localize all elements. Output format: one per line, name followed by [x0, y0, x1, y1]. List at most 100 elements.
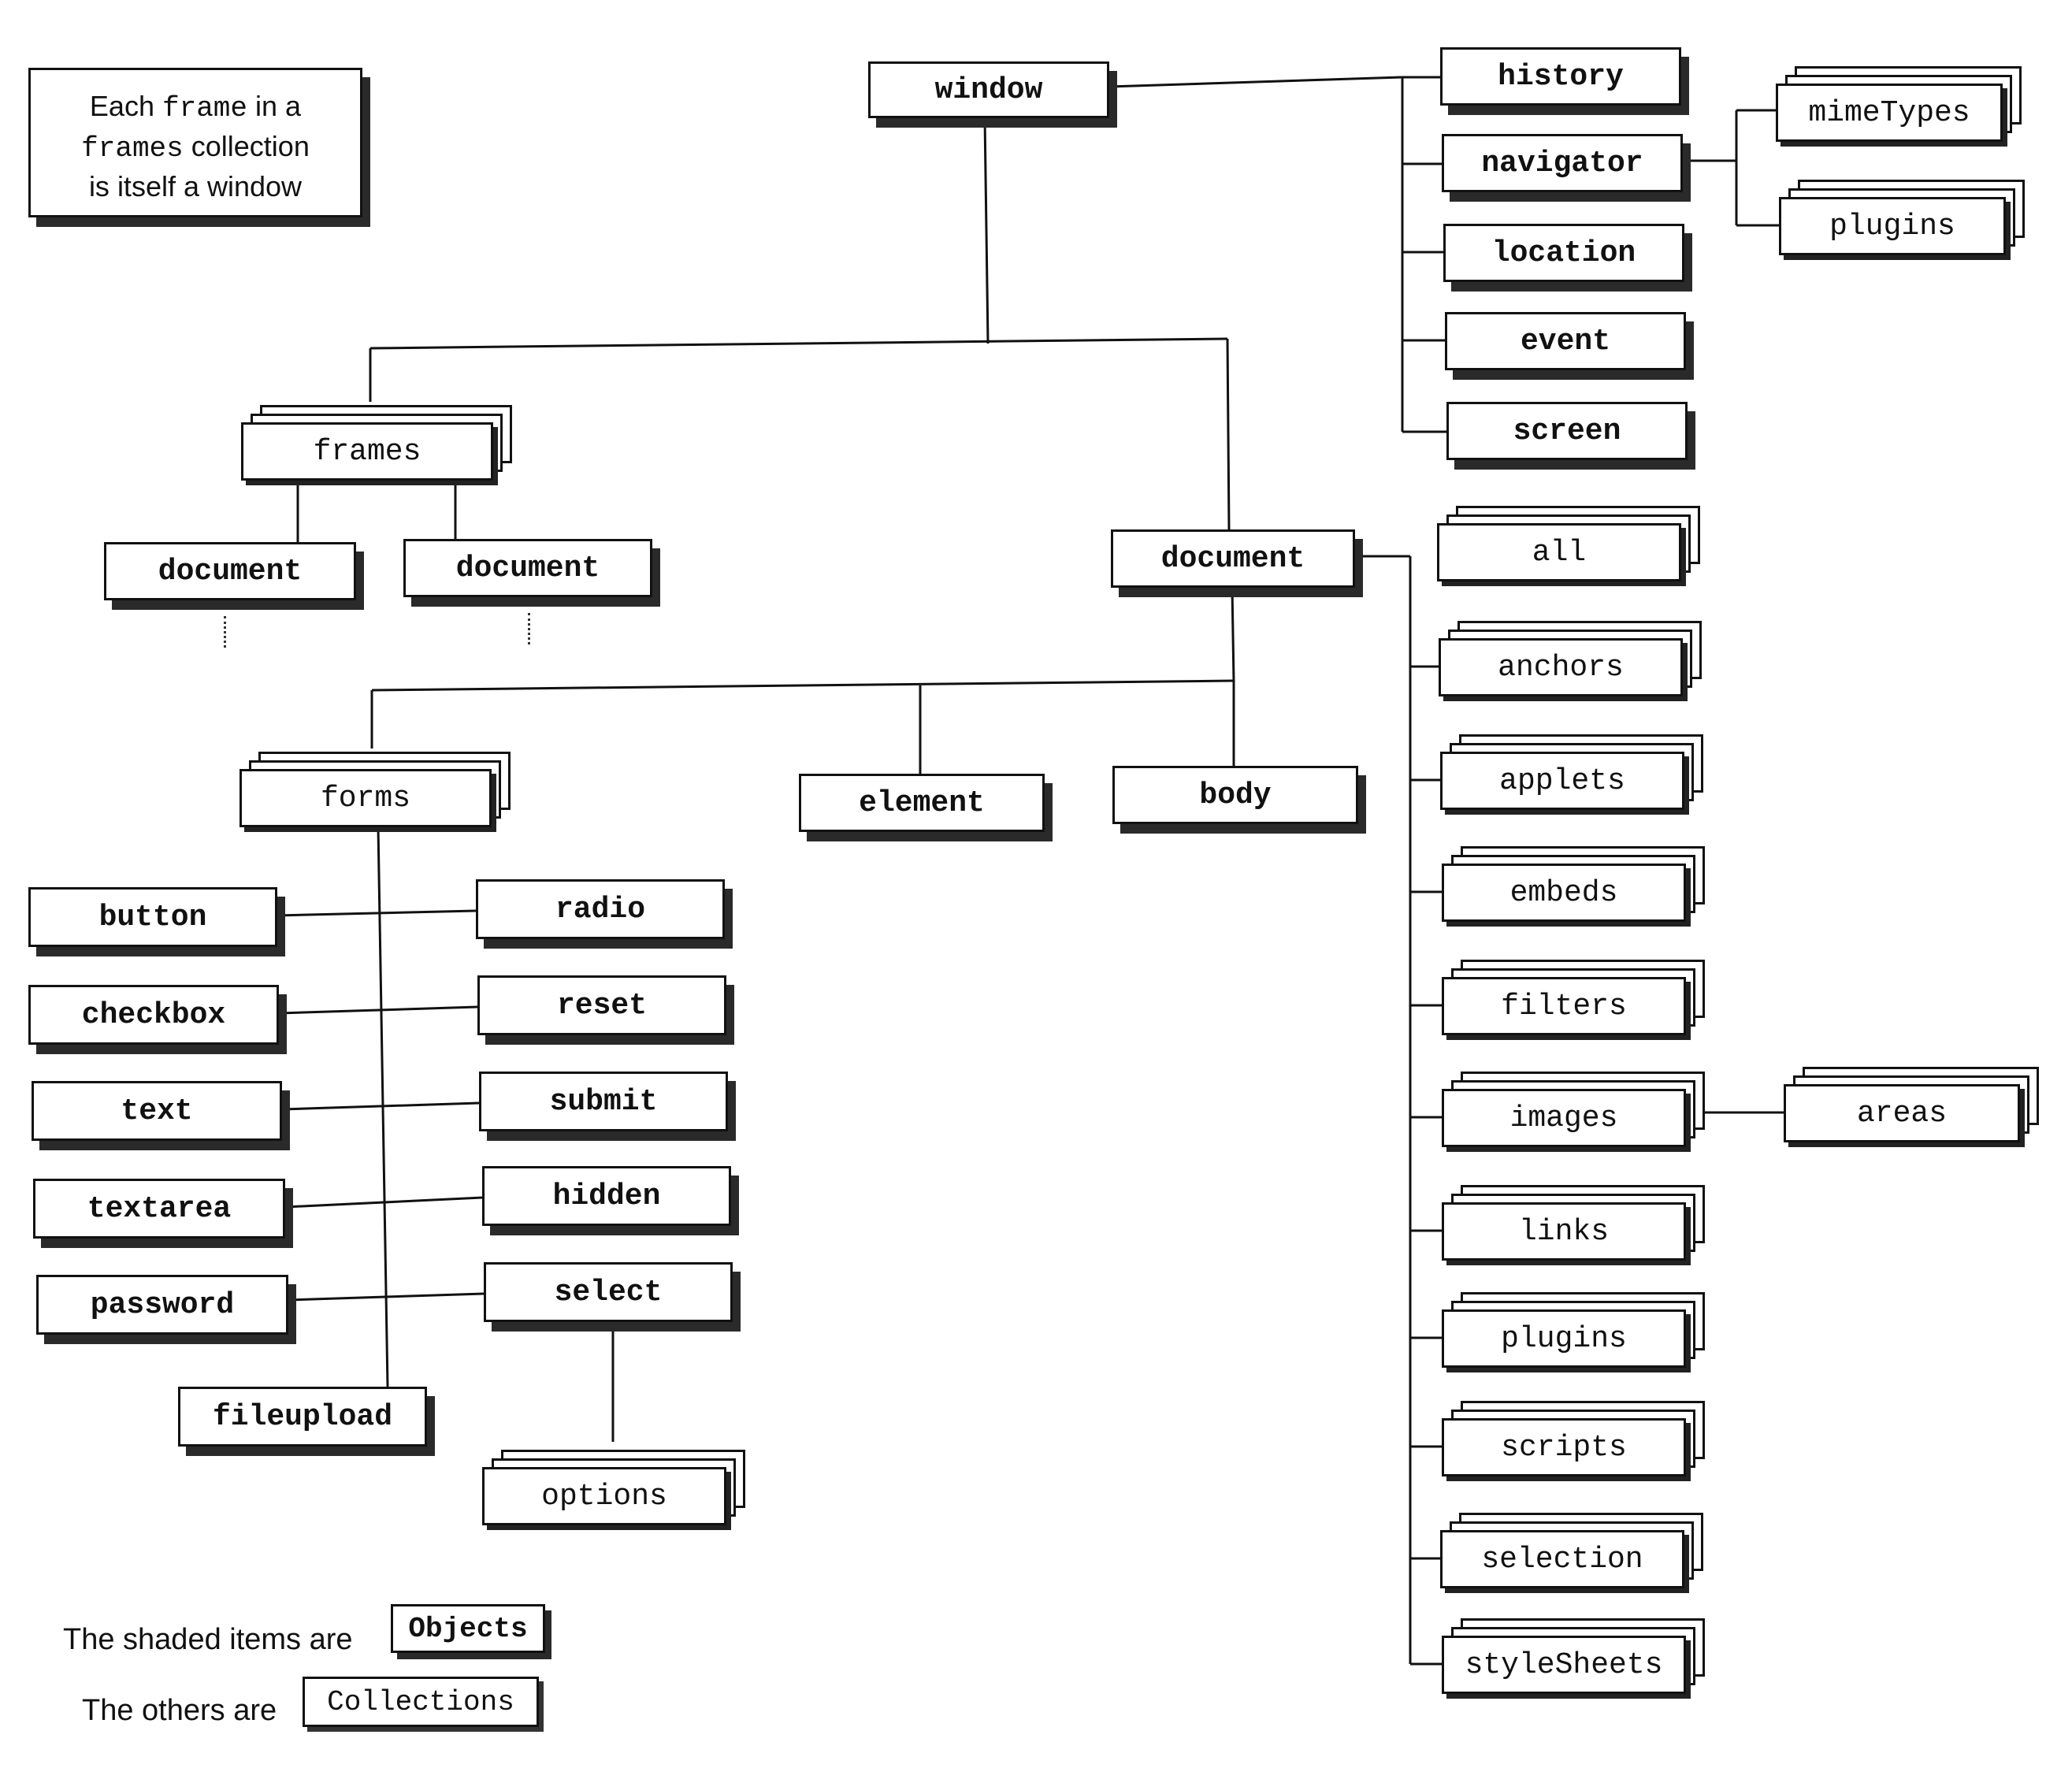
hidden-object-label: hidden	[482, 1166, 731, 1226]
note-code: frames	[81, 132, 184, 165]
anchors-collection-node: anchors	[1439, 621, 1702, 696]
note-text: Each	[89, 90, 162, 122]
areas-collection-node: areas	[1784, 1067, 2039, 1142]
fileupload-object-node: fileupload	[178, 1387, 427, 1447]
images-collection-node: images	[1442, 1072, 1705, 1147]
filters-collection-node: filters	[1442, 960, 1705, 1035]
password-object-node: password	[36, 1275, 288, 1335]
reset-object-label: reset	[477, 975, 726, 1035]
document-object-node: document	[1111, 529, 1355, 588]
legend-objects-label: The shaded items are	[63, 1623, 353, 1656]
document-object-label: document	[1111, 529, 1355, 588]
plugins-collection-node: plugins	[1442, 1292, 1705, 1368]
note-code: frame	[162, 92, 248, 124]
connector-line	[1231, 587, 1235, 682]
plugins-collection-label: plugins	[1442, 1309, 1686, 1368]
element-object-node: element	[799, 774, 1045, 832]
frame-document-object-label: document	[104, 542, 356, 600]
frame-document-object-label: document	[403, 539, 652, 597]
applets-collection-node: applets	[1440, 734, 1703, 810]
button-object-node: button	[28, 887, 277, 947]
filters-collection-label: filters	[1442, 977, 1686, 1035]
reset-object-node: reset	[477, 975, 726, 1035]
connector-line	[371, 679, 1235, 692]
legend-collections-label: The others are	[82, 1694, 277, 1727]
style-sheets-collection-label: styleSheets	[1442, 1636, 1686, 1694]
select-object-label: select	[484, 1262, 733, 1322]
plugins-collection-node: plugins	[1779, 180, 2025, 255]
submit-object-label: submit	[479, 1072, 728, 1131]
all-collection-label: all	[1437, 523, 1681, 581]
connector-line	[278, 1005, 478, 1015]
all-collection-node: all	[1437, 506, 1700, 581]
mime-types-collection-node: mimeTypes	[1776, 66, 2022, 142]
legend-collections-sample: Collections	[303, 1677, 539, 1727]
radio-object-node: radio	[476, 879, 725, 939]
connector-line	[1226, 338, 1231, 530]
links-collection-node: links	[1442, 1185, 1705, 1261]
connector-line	[983, 117, 990, 344]
continuation-dots	[528, 613, 530, 644]
plugins-collection-label: plugins	[1779, 197, 2006, 255]
connector-line	[288, 1292, 485, 1302]
event-object-label: event	[1445, 312, 1686, 370]
screen-object-label: screen	[1446, 402, 1688, 460]
body-object-node: body	[1112, 766, 1358, 824]
password-object-label: password	[36, 1275, 288, 1335]
note-text: in a	[247, 90, 302, 122]
options-collection-label: options	[482, 1467, 726, 1525]
textarea-object-label: textarea	[33, 1179, 285, 1239]
selection-collection-label: selection	[1440, 1530, 1684, 1588]
selection-collection-node: selection	[1440, 1513, 1703, 1588]
select-object-node: select	[484, 1262, 733, 1322]
links-collection-label: links	[1442, 1202, 1686, 1261]
screen-object-node: screen	[1446, 402, 1688, 460]
forms-collection-label: forms	[240, 769, 492, 827]
frame-document-object-node: document	[104, 542, 356, 600]
button-object-label: button	[28, 887, 277, 947]
history-object-label: history	[1440, 47, 1681, 106]
hidden-object-node: hidden	[482, 1166, 731, 1226]
style-sheets-collection-node: styleSheets	[1442, 1618, 1705, 1694]
connector-line	[369, 337, 1228, 350]
frames-collection-label: frames	[241, 422, 493, 481]
history-object-node: history	[1440, 47, 1681, 106]
scripts-collection-node: scripts	[1442, 1401, 1705, 1476]
mime-types-collection-label: mimeTypes	[1776, 84, 2003, 142]
window-object-node: window	[868, 61, 1109, 118]
frame-document-object-node: document	[403, 539, 652, 597]
submit-object-node: submit	[479, 1072, 728, 1131]
checkbox-object-node: checkbox	[28, 985, 279, 1045]
areas-collection-label: areas	[1784, 1084, 2020, 1142]
anchors-collection-label: anchors	[1439, 638, 1683, 696]
textarea-object-node: textarea	[33, 1179, 285, 1239]
legend-objects-sample: Objects	[391, 1604, 545, 1653]
connector-line	[281, 1101, 480, 1111]
checkbox-object-label: checkbox	[28, 985, 279, 1045]
continuation-dots	[224, 616, 226, 648]
text-object-label: text	[32, 1081, 282, 1141]
options-collection-node: options	[482, 1450, 745, 1525]
event-object-node: event	[1445, 312, 1686, 370]
scripts-collection-label: scripts	[1442, 1418, 1686, 1476]
embeds-collection-node: embeds	[1442, 846, 1705, 922]
fileupload-object-label: fileupload	[178, 1387, 427, 1447]
note-text: is itself a window	[88, 170, 303, 202]
images-collection-label: images	[1442, 1089, 1686, 1147]
applets-collection-label: applets	[1440, 752, 1684, 810]
element-object-label: element	[799, 774, 1045, 832]
frames-collection-node: frames	[241, 405, 512, 481]
location-object-node: location	[1443, 224, 1684, 282]
connector-line	[1108, 76, 1403, 88]
radio-object-label: radio	[476, 879, 725, 939]
window-object-label: window	[868, 61, 1109, 118]
forms-collection-node: forms	[240, 752, 511, 827]
embeds-collection-label: embeds	[1442, 864, 1686, 922]
connector-line	[277, 909, 477, 917]
body-object-label: body	[1112, 766, 1358, 824]
note-text: collection	[183, 130, 310, 162]
frames-note: Each frame in a frames collection is its…	[28, 68, 362, 217]
connector-line	[284, 1196, 483, 1209]
